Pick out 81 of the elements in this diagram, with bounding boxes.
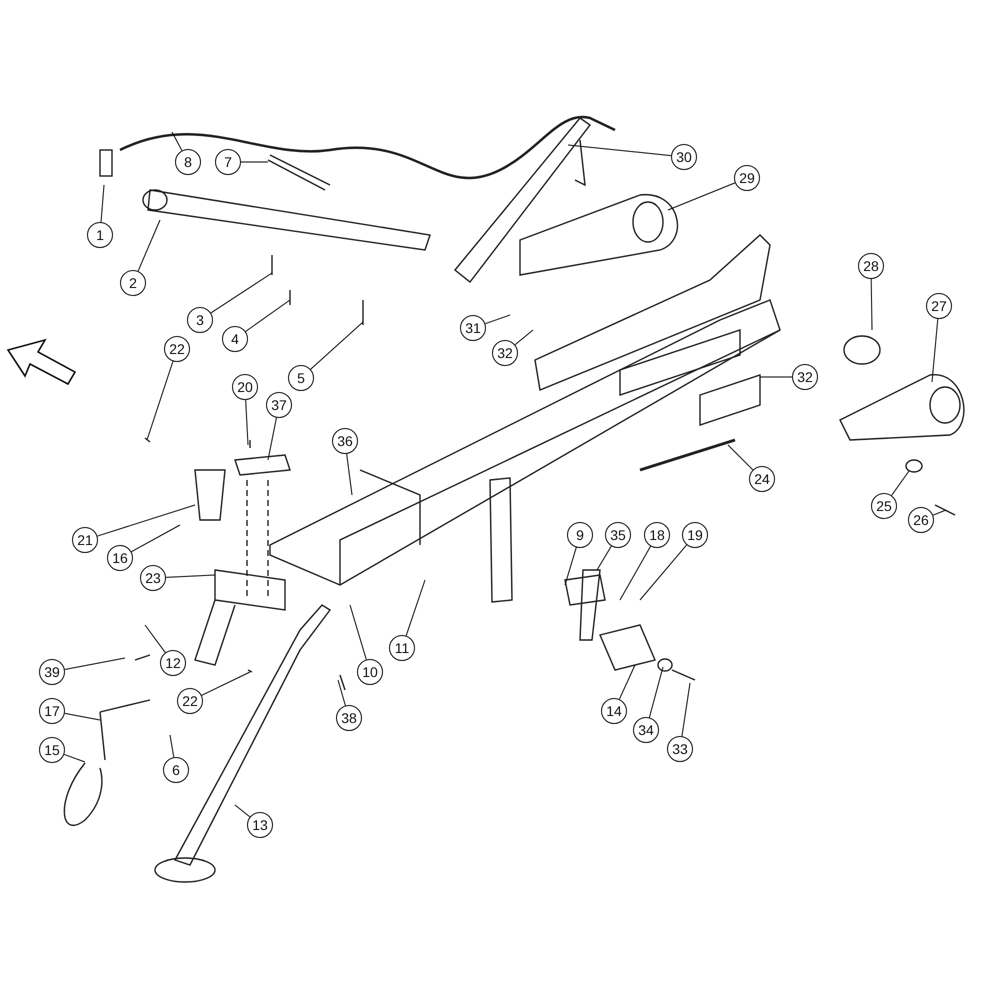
leader-line [245,399,248,446]
callout-number: 28 [858,253,884,279]
callout-number: 22 [164,336,190,362]
callout-number: 22 [177,688,203,714]
callout-number: 37 [266,392,292,418]
leader-line [514,330,534,346]
callout-number: 39 [39,659,65,685]
callout-number: 21 [72,527,98,553]
callout-number: 4 [222,326,248,352]
leader-line [210,272,272,314]
callout-number: 7 [215,149,241,175]
leader-line [932,510,946,516]
leader-line [144,624,166,654]
callout-number: 32 [792,364,818,390]
leader-line [165,574,216,578]
leader-line [596,546,612,570]
callout-number: 8 [175,149,201,175]
leader-line [64,712,100,720]
callout-number: 3 [187,307,213,333]
leader-line [201,672,250,696]
callout-number: 9 [567,522,593,548]
callout-number: 32 [492,340,518,366]
leader-line [484,314,510,324]
leader-line [146,360,174,440]
leader-line [568,144,672,156]
callout-number: 27 [926,293,952,319]
leader-line [618,664,636,700]
leader-line [310,322,364,370]
leader-line [891,470,910,496]
callout-number: 13 [247,812,273,838]
leader-line [728,444,754,470]
callout-number: 31 [460,315,486,341]
callout-number: 24 [749,466,775,492]
leader-line [64,658,126,670]
callout-number: 14 [601,698,627,724]
leader-line [100,184,104,223]
callout-number: 12 [160,650,186,676]
leader-line [620,546,652,600]
leader-line [760,376,792,378]
leader-line [64,754,86,762]
leader-line [338,680,346,706]
leader-line [234,804,250,818]
callout-number: 2 [120,270,146,296]
callout-number: 29 [734,165,760,191]
leader-line [346,453,352,496]
callout-number: 19 [682,522,708,548]
leader-line [870,278,872,330]
leader-line [648,666,664,718]
leader-line [406,580,426,636]
callout-number: 20 [232,374,258,400]
leader-line [268,417,277,460]
callout-number: 10 [357,659,383,685]
callout-number: 36 [332,428,358,454]
leader-line [350,604,367,660]
leader-line [668,182,736,210]
callout-number: 34 [633,717,659,743]
callout-number: 35 [605,522,631,548]
callout-number: 23 [140,565,166,591]
callout-number: 11 [389,635,415,661]
leader-line [681,682,690,737]
callout-number: 26 [908,507,934,533]
callout-number: 17 [39,698,65,724]
leader-line [96,504,196,537]
callout-number: 6 [163,757,189,783]
callout-number: 18 [644,522,670,548]
leader-line [564,546,577,586]
callout-number: 5 [288,365,314,391]
callout-number: 30 [671,144,697,170]
callout-number: 33 [667,736,693,762]
leader-line [640,544,688,600]
leader-line [130,524,180,552]
leader-line [245,300,290,332]
leader-line [932,318,938,382]
callout-number: 15 [39,737,65,763]
callout-number: 1 [87,222,113,248]
callout-number: 25 [871,493,897,519]
callout-number: 38 [336,705,362,731]
leader-line [138,220,160,272]
callout-number: 16 [107,545,133,571]
leader-line [170,734,174,758]
leader-line [172,132,182,152]
